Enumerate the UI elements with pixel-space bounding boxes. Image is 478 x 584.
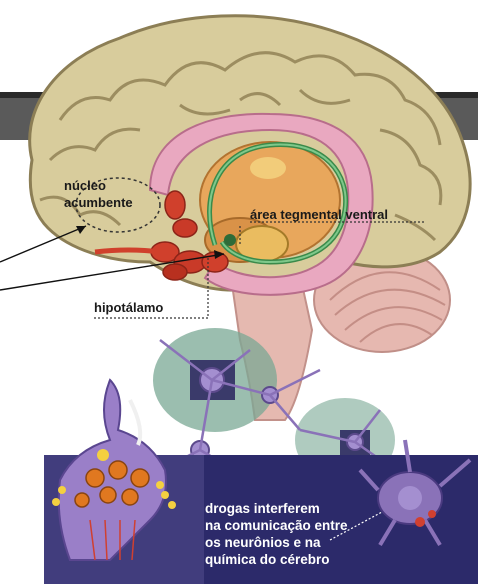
caption: drogas interferem na comunicação entre o… (205, 500, 348, 568)
thalamus-highlight (250, 157, 286, 179)
label-area-tegmental-ventral: área tegmental ventral (250, 207, 388, 222)
label-nucleo: núcleo (64, 178, 106, 193)
vta-marker (224, 234, 236, 246)
caption-line-4: química do cérebro (205, 551, 348, 568)
caption-line-3: os neurônios e na (205, 534, 348, 551)
caption-line-1: drogas interferem (205, 500, 348, 517)
label-hipotalamo: hipotálamo (94, 300, 163, 315)
caption-line-2: na comunicação entre (205, 517, 348, 534)
label-acumbente: acumbente (64, 195, 133, 210)
